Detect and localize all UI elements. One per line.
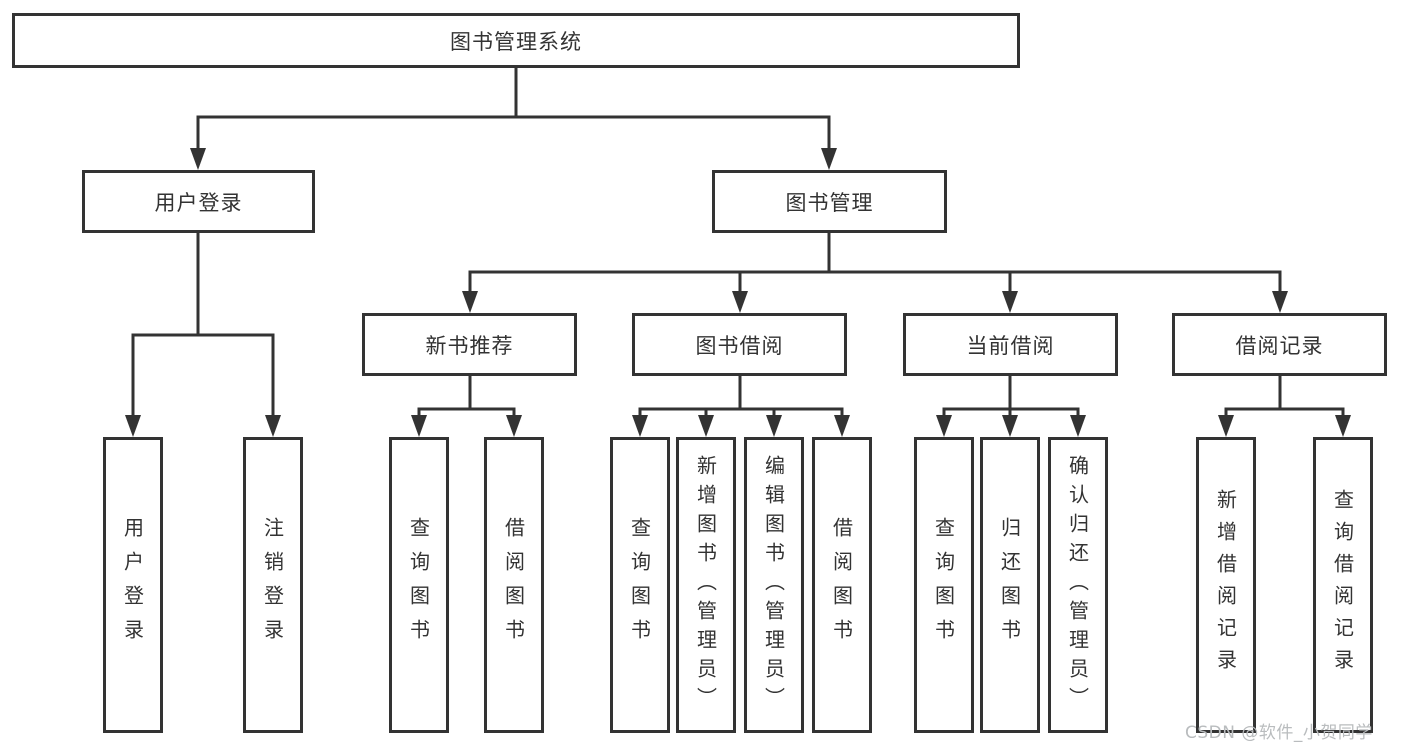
leaf-query-books-1: 查询图书 bbox=[389, 437, 449, 733]
leaf-confirm-return-admin-label: 确认归还（管理员） bbox=[1065, 454, 1090, 716]
leaf-return-book: 归还图书 bbox=[980, 437, 1040, 733]
leaf-query-books-2: 查询图书 bbox=[610, 437, 670, 733]
leaf-add-borrow-record: 新增借阅记录 bbox=[1196, 437, 1256, 733]
node-book-borrow-label: 图书借阅 bbox=[695, 333, 784, 358]
leaf-query-books-3-label: 查询图书 bbox=[931, 517, 956, 653]
leaf-logout: 注销登录 bbox=[243, 437, 303, 733]
node-current-borrow-label: 当前借阅 bbox=[966, 333, 1055, 358]
node-root: 图书管理系统 bbox=[12, 13, 1020, 68]
leaf-add-book-admin-label: 新增图书（管理员） bbox=[693, 454, 718, 716]
leaf-query-books-2-label: 查询图书 bbox=[627, 517, 652, 653]
node-borrow-records-label: 借阅记录 bbox=[1235, 333, 1324, 358]
leaf-edit-book-admin: 编辑图书（管理员） bbox=[744, 437, 804, 733]
node-new-book-recommend: 新书推荐 bbox=[362, 313, 577, 376]
node-user-login-label: 用户登录 bbox=[154, 190, 243, 215]
node-root-label: 图书管理系统 bbox=[450, 29, 582, 54]
node-book-borrow: 图书借阅 bbox=[632, 313, 847, 376]
node-borrow-records: 借阅记录 bbox=[1172, 313, 1387, 376]
leaf-query-borrow-record-label: 查询借阅记录 bbox=[1330, 489, 1355, 681]
leaf-borrow-books-2-label: 借阅图书 bbox=[829, 517, 854, 653]
leaf-confirm-return-admin: 确认归还（管理员） bbox=[1048, 437, 1108, 733]
leaf-logout-label: 注销登录 bbox=[260, 517, 285, 653]
node-book-management: 图书管理 bbox=[712, 170, 947, 233]
leaf-query-books-3: 查询图书 bbox=[914, 437, 974, 733]
leaf-borrow-books-1-label: 借阅图书 bbox=[501, 517, 526, 653]
node-current-borrow: 当前借阅 bbox=[903, 313, 1118, 376]
leaf-query-borrow-record: 查询借阅记录 bbox=[1313, 437, 1373, 733]
leaf-query-books-1-label: 查询图书 bbox=[406, 517, 431, 653]
leaf-add-borrow-record-label: 新增借阅记录 bbox=[1213, 489, 1238, 681]
node-new-book-recommend-label: 新书推荐 bbox=[425, 333, 514, 358]
leaf-user-login-label: 用户登录 bbox=[120, 517, 145, 653]
leaf-return-book-label: 归还图书 bbox=[997, 517, 1022, 653]
node-user-login: 用户登录 bbox=[82, 170, 315, 233]
watermark: CSDN @软件_小贺同学 bbox=[1185, 723, 1373, 743]
node-book-management-label: 图书管理 bbox=[785, 190, 874, 215]
leaf-edit-book-admin-label: 编辑图书（管理员） bbox=[761, 454, 786, 716]
leaf-borrow-books-2: 借阅图书 bbox=[812, 437, 872, 733]
leaf-user-login: 用户登录 bbox=[103, 437, 163, 733]
leaf-borrow-books-1: 借阅图书 bbox=[484, 437, 544, 733]
leaf-add-book-admin: 新增图书（管理员） bbox=[676, 437, 736, 733]
